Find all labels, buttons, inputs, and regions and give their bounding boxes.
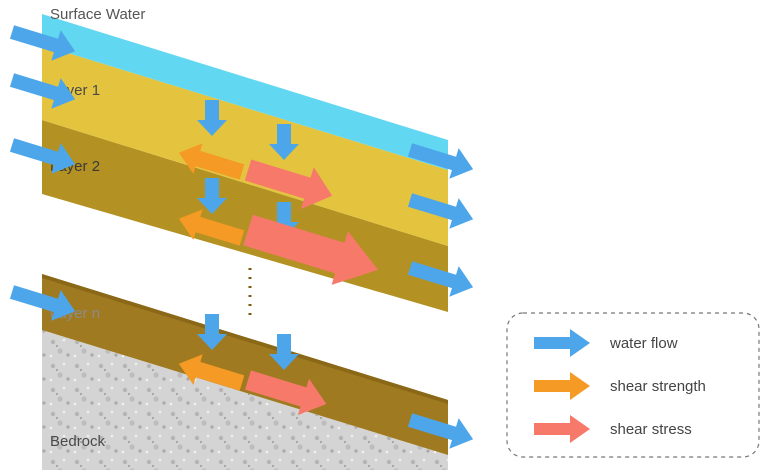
infiltration-arrow [197,100,227,136]
layer-1-block [42,45,448,246]
water-flow-arrow [9,25,76,61]
water-flow-arrow [9,138,76,174]
legend-water-flow-label: water flow [609,335,678,352]
legend-water-flow-swatch [534,329,590,357]
surface-water-label: Surface Water [50,6,145,23]
layer-n-block [42,274,448,455]
water-flow-arrow [9,285,76,321]
shear-strength-arrow [178,354,245,391]
legend-shear-stress-swatch [534,415,590,443]
shear-stress-arrow [244,159,333,210]
shear-stress-arrow [243,214,379,285]
water-flow-arrow [407,413,474,449]
layer-n-edge [42,274,448,404]
water-flow-arrow [407,143,474,179]
infiltration-arrow [197,178,227,214]
bedrock-block [42,330,448,470]
shear-strength-arrow [178,143,245,180]
water-flow-arrow [407,193,474,229]
water-flow-arrow [9,73,76,109]
shear-stress-arrow [245,370,327,416]
legend-item-shear-stress: shear stress [534,415,692,443]
legend-item-shear-strength: shear strength [534,372,706,400]
legend-item-water-flow: water flow [534,329,678,357]
water-flow-arrow [407,261,474,297]
surface-water-block [42,14,448,170]
bedrock-label: Bedrock [50,433,106,450]
shear-strength-arrow [178,209,245,246]
legend-box [506,312,760,458]
legend: water flow shear strength shear stress [506,312,760,458]
legend-shear-strength-label: shear strength [610,378,706,395]
legend-shear-strength-swatch [534,372,590,400]
infiltration-arrow [197,314,227,350]
infiltration-arrow [269,124,299,160]
legend-shear-stress-label: shear stress [610,421,692,438]
infiltration-arrow [269,334,299,370]
